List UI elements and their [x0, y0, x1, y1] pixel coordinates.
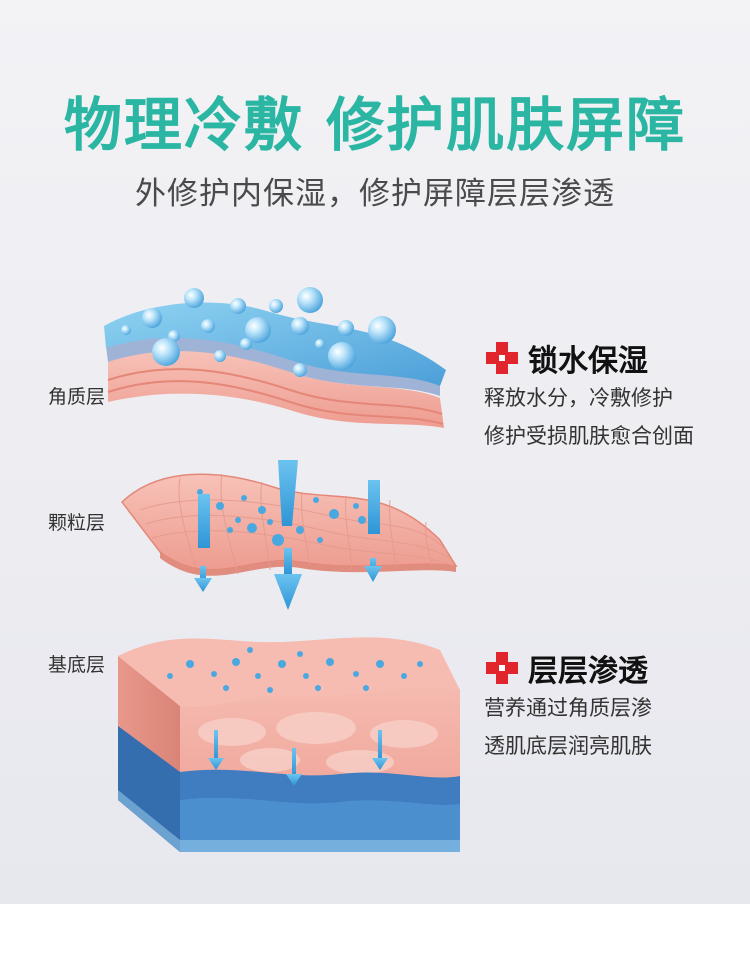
feature-line: 透肌底层润亮肌肤 [484, 734, 652, 758]
feature-heading-lock-moisture: 锁水保湿 [484, 336, 648, 380]
stratum-corneum-layer [104, 287, 446, 428]
feature-line: 修护受损肌肤愈合创面 [484, 424, 694, 448]
layer-label-stratum-corneum: 角质层 [48, 386, 106, 408]
layer-label-granular: 颗粒层 [48, 512, 106, 534]
feature-heading-text: 锁水保湿 [528, 344, 648, 379]
layer-label-basal: 基底层 [48, 654, 106, 676]
feature-line: 营养通过角质层渗 [484, 696, 652, 720]
bottom-band [0, 904, 750, 964]
penetration-arrows [194, 460, 382, 610]
feature-heading-layered-penetration: 层层渗透 [484, 646, 648, 690]
page-subtitle: 外修护内保湿，修护屏障层层渗透 [135, 176, 615, 212]
page-title: 物理冷敷 修护肌肤屏障 [63, 91, 687, 159]
basal-layer [118, 637, 460, 852]
red-cross-icon [486, 342, 518, 374]
feature-heading-text: 层层渗透 [528, 654, 648, 689]
feature-line: 释放水分，冷敷修护 [484, 386, 673, 410]
red-cross-icon [486, 652, 518, 684]
